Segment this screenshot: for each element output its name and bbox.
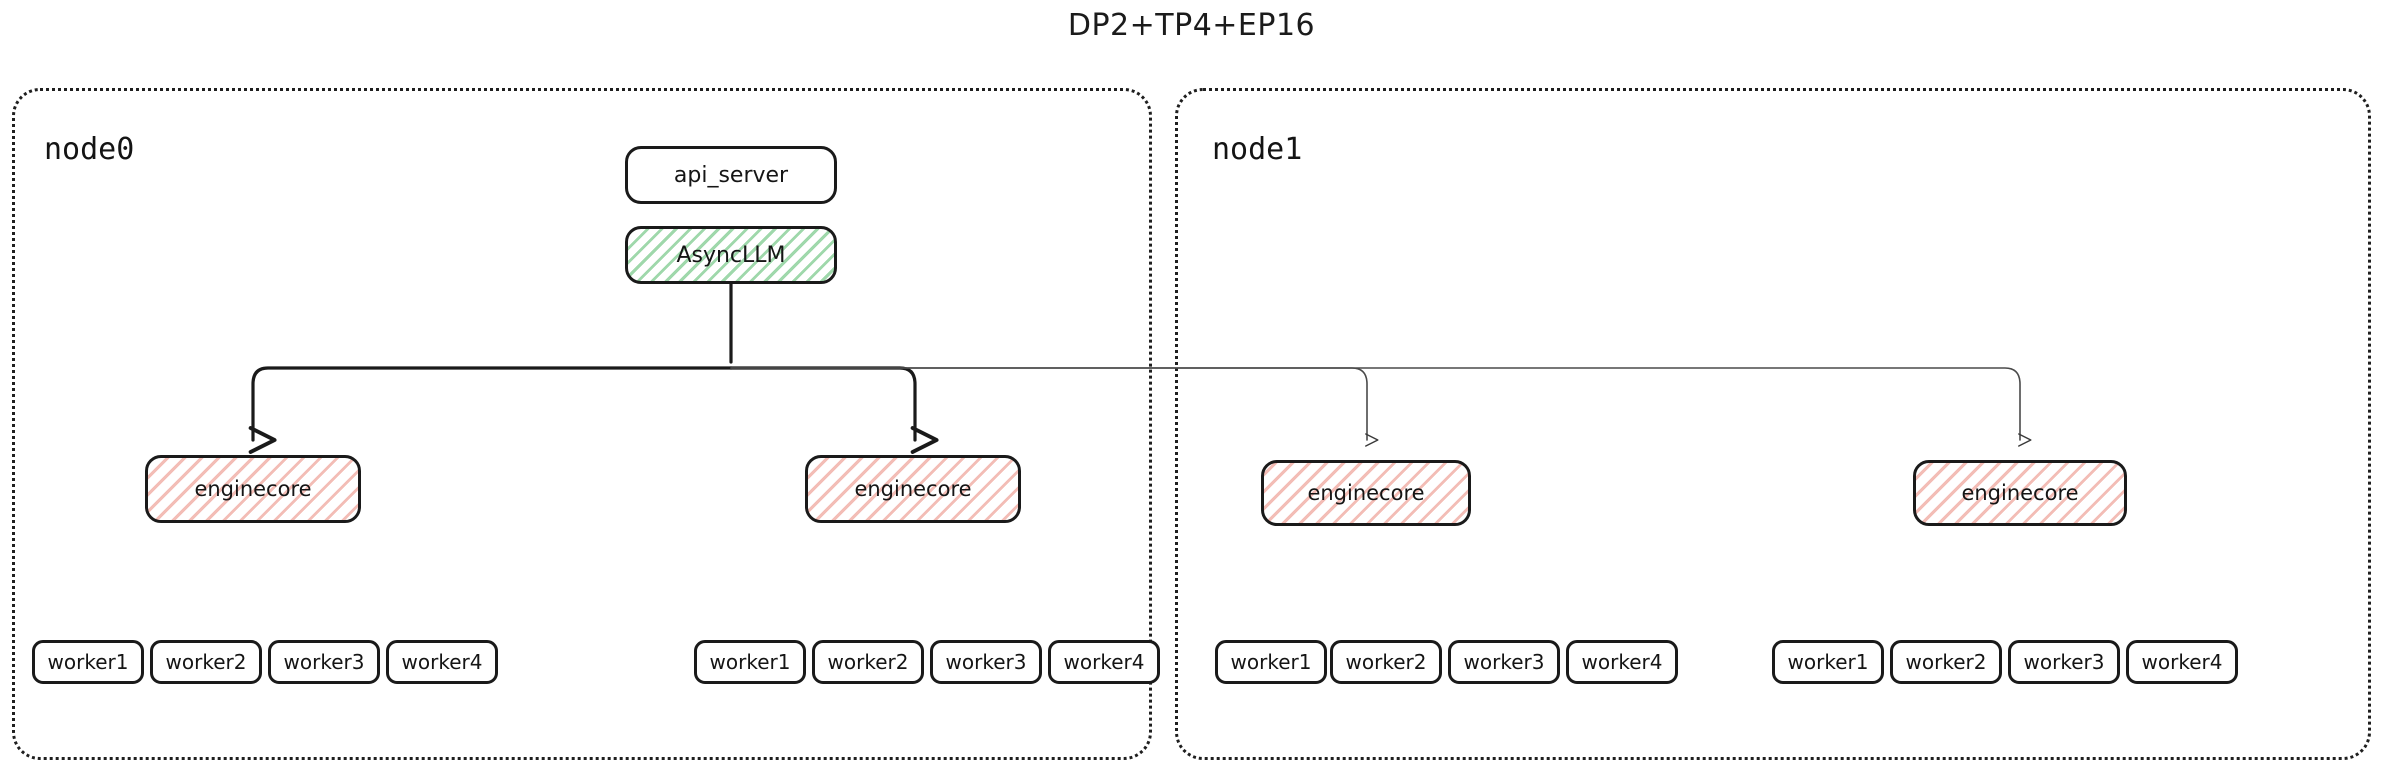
box-worker-node0-g1-2[interactable]: worker3: [930, 640, 1042, 684]
box-worker-node0-g0-0[interactable]: worker1: [32, 640, 144, 684]
box-worker-node0-g1-1[interactable]: worker2: [812, 640, 924, 684]
box-enginecore-node0-1[interactable]: enginecore: [805, 455, 1021, 523]
box-worker-node1-g1-1[interactable]: worker2: [1890, 640, 2002, 684]
page-title: DP2+TP4+EP16: [1067, 8, 1316, 43]
box-async-llm[interactable]: AsyncLLM: [625, 226, 837, 284]
box-worker-node0-g1-3[interactable]: worker4: [1048, 640, 1160, 684]
box-worker-node0-g0-3[interactable]: worker4: [386, 640, 498, 684]
box-worker-node1-g0-1[interactable]: worker2: [1330, 640, 1442, 684]
box-api-server[interactable]: api_server: [625, 146, 837, 204]
box-worker-node1-g0-3[interactable]: worker4: [1566, 640, 1678, 684]
box-worker-node1-g0-0[interactable]: worker1: [1215, 640, 1327, 684]
box-worker-node0-g0-1[interactable]: worker2: [150, 640, 262, 684]
node-label-node1: node1: [1212, 132, 1303, 167]
box-worker-node0-g0-2[interactable]: worker3: [268, 640, 380, 684]
box-worker-node1-g1-0[interactable]: worker1: [1772, 640, 1884, 684]
box-worker-node0-g1-0[interactable]: worker1: [694, 640, 806, 684]
box-enginecore-node1-0[interactable]: enginecore: [1261, 460, 1471, 526]
box-worker-node1-g1-2[interactable]: worker3: [2008, 640, 2120, 684]
box-enginecore-node1-1[interactable]: enginecore: [1913, 460, 2127, 526]
node-label-node0: node0: [44, 132, 135, 167]
box-worker-node1-g0-2[interactable]: worker3: [1448, 640, 1560, 684]
box-enginecore-node0-0[interactable]: enginecore: [145, 455, 361, 523]
box-worker-node1-g1-3[interactable]: worker4: [2126, 640, 2238, 684]
